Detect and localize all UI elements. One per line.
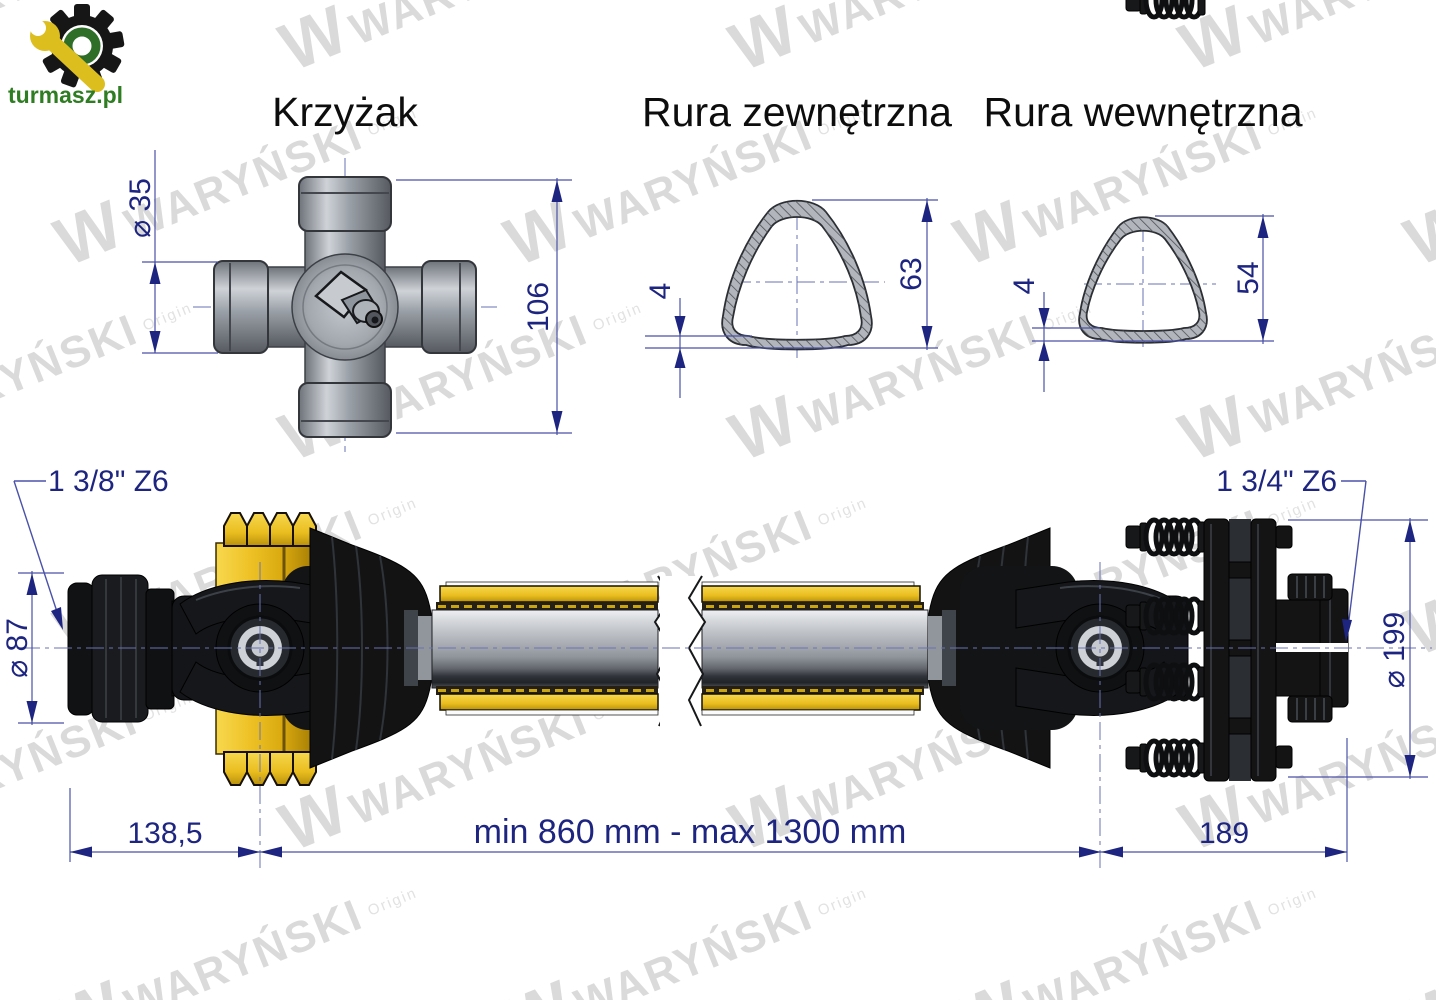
cross-length-dimension: 106 — [396, 178, 572, 435]
wrench-icon — [25, 16, 105, 92]
outer-tube-profile: 63 4 — [644, 198, 938, 398]
spline-right-callout: 1 3/4" Z6 — [1216, 465, 1367, 642]
cross-length-label: 106 — [522, 282, 555, 332]
cross-joint-drawing: ⌀ 35 106 — [124, 150, 572, 452]
cross-title: Krzyżak — [272, 89, 418, 135]
inner-tube-size-dimension: 54 — [1032, 214, 1274, 344]
inner-tube-title: Rura wewnętrzna — [983, 89, 1302, 135]
pto-shaft-drawing — [22, 0, 1432, 868]
inner-tube-wall-dimension: 4 — [1008, 278, 1100, 392]
inner-tube-size-label: 54 — [1232, 261, 1265, 294]
spline-left-callout: 1 3/8" Z6 — [13, 465, 169, 630]
outer-tube-size-label: 63 — [895, 257, 928, 290]
right-length-label: 189 — [1199, 817, 1249, 850]
telescopic-tube-half — [431, 575, 700, 727]
telescopic-length-label: min 860 mm - max 1300 mm — [474, 813, 907, 851]
friction-clutch — [1125, 0, 1349, 782]
left-diameter-dimension: ⌀ 87 — [1, 571, 64, 725]
length-dimension-chain: 138,5 min 860 mm - max 1300 mm 189 — [69, 738, 1348, 862]
spline-right-label: 1 3/4" Z6 — [1216, 465, 1337, 498]
right-diameter-dimension: ⌀ 199 — [1288, 518, 1428, 779]
logo-brand: turmasz.pl — [8, 82, 123, 108]
outer-tube-wall-dimension: 4 — [644, 283, 752, 398]
cross-diameter-dimension: ⌀ 35 — [124, 150, 218, 354]
inner-tube-profile: 54 4 — [1008, 214, 1274, 392]
clutch-spring — [1125, 0, 1206, 20]
spline-left-label: 1 3/8" Z6 — [48, 465, 169, 498]
cross-diameter-label: ⌀ 35 — [124, 178, 157, 238]
outer-tube-wall-label: 4 — [644, 283, 677, 300]
inner-tube-wall-label: 4 — [1008, 278, 1041, 295]
logo: turmasz.pl — [8, 4, 125, 108]
outer-tube-size-dimension: 63 — [645, 198, 938, 350]
left-diameter-label: ⌀ 87 — [1, 618, 34, 678]
outer-tube-title: Rura zewnętrzna — [642, 89, 952, 135]
grease-fitting-icon — [314, 270, 383, 328]
telescopic-tube-half-right — [658, 574, 930, 728]
right-diameter-label: ⌀ 199 — [1378, 612, 1411, 688]
left-length-label: 138,5 — [127, 817, 202, 850]
